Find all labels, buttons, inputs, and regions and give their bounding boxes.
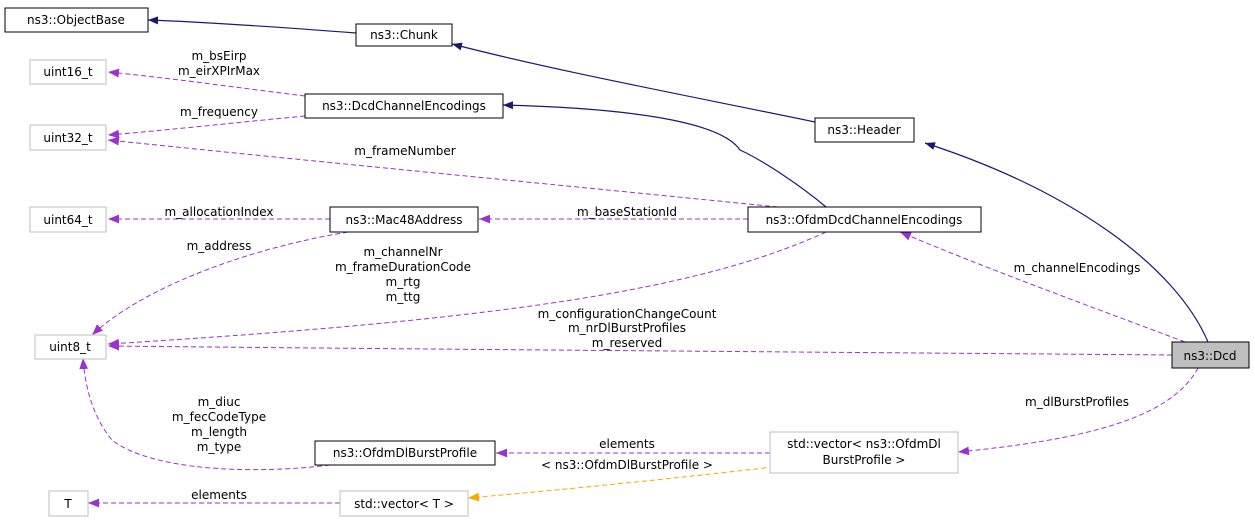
- node-label: ns3::ObjectBase: [27, 13, 125, 27]
- node-chunk[interactable]: ns3::Chunk: [355, 23, 453, 47]
- edge-burstprofile-to-uint8: [79, 357, 331, 471]
- node-vector-t[interactable]: std::vector< T >: [339, 490, 469, 517]
- label-nr-dl-burst-profiles: m_nrDlBurstProfiles: [568, 321, 686, 335]
- label-length: m_length: [191, 425, 247, 439]
- node-label: ns3::Header: [827, 123, 900, 137]
- label-allocation-index: m_allocationIndex: [164, 205, 273, 219]
- node-uint32[interactable]: uint32_t: [29, 124, 107, 151]
- edge-dcd-to-ofdmdcd: [899, 231, 1186, 343]
- label-reserved: m_reserved: [592, 336, 662, 350]
- label-address: m_address: [187, 239, 252, 253]
- edge-vectorburst-to-vectort: [467, 464, 791, 502]
- edge-mac48-to-uint8: [91, 231, 349, 336]
- edge-chunk-to-objectbase: [147, 16, 357, 34]
- node-uint16[interactable]: uint16_t: [29, 59, 107, 85]
- edge-dcdchannel-to-uint16: [107, 68, 306, 97]
- node-ofdm-dl-burst-profile[interactable]: ns3::OfdmDlBurstProfile: [314, 440, 496, 466]
- label-channel-nr: m_channelNr: [363, 245, 442, 259]
- edge-dcd-to-header: [924, 142, 1209, 343]
- label-ttg: m_ttg: [386, 290, 421, 304]
- node-label: T: [63, 497, 72, 511]
- label-elements-burst: elements: [599, 437, 655, 451]
- node-label: ns3::OfdmDcdChannelEncodings: [766, 213, 963, 227]
- label-frame-number: m_frameNumber: [354, 144, 456, 158]
- label-bs-eirp: m_bsEirp: [191, 49, 246, 63]
- edge-ofdmdcd-to-dcdchannelencodings: [502, 101, 827, 208]
- label-elements-t: elements: [191, 488, 247, 502]
- label-dl-burst-profiles: m_dlBurstProfiles: [1025, 395, 1129, 409]
- node-uint8[interactable]: uint8_t: [34, 334, 107, 360]
- node-uint64[interactable]: uint64_t: [29, 206, 107, 233]
- inheritance-edges: [147, 16, 1209, 343]
- node-label: uint16_t: [43, 65, 93, 79]
- label-rtg: m_rtg: [386, 275, 421, 289]
- label-frequency: m_frequency: [180, 105, 258, 119]
- node-mac48-address[interactable]: ns3::Mac48Address: [329, 206, 479, 233]
- node-dcd[interactable]: ns3::Dcd: [1171, 341, 1250, 369]
- label-channel-encodings: m_channelEncodings: [1014, 261, 1141, 275]
- label-type: m_type: [197, 440, 242, 454]
- edge-labels: m_bsEirp m_eirXPIrMax m_frequency m_fram…: [164, 49, 1140, 502]
- node-label: uint8_t: [49, 340, 91, 354]
- node-t[interactable]: T: [48, 490, 89, 517]
- label-eir-xp-ir-max: m_eirXPIrMax: [178, 64, 260, 78]
- edge-dcd-to-vectorburst: [957, 367, 1199, 456]
- node-object-base[interactable]: ns3::ObjectBase: [4, 7, 149, 33]
- label-base-station-id: m_baseStationId: [577, 205, 677, 219]
- label-template-arg: < ns3::OfdmDlBurstProfile >: [541, 458, 713, 472]
- node-label: ns3::OfdmDlBurstProfile: [333, 446, 477, 460]
- label-configuration-change-count: m_configurationChangeCount: [538, 307, 717, 321]
- node-label: uint32_t: [43, 131, 93, 145]
- node-label-line1: std::vector< ns3::OfdmDl: [787, 437, 941, 451]
- node-ofdm-dcd-channel-encodings[interactable]: ns3::OfdmDcdChannelEncodings: [747, 206, 982, 233]
- node-vector-ofdm-dl-burst-profile[interactable]: std::vector< ns3::OfdmDl BurstProfile >: [769, 431, 959, 474]
- node-label: uint64_t: [43, 213, 93, 227]
- node-label: std::vector< T >: [354, 497, 454, 511]
- label-frame-duration-code: m_frameDurationCode: [335, 260, 471, 274]
- member-edges: [79, 68, 1199, 508]
- node-dcd-channel-encodings[interactable]: ns3::DcdChannelEncodings: [304, 93, 504, 119]
- edge-dcd-to-uint8: [107, 341, 1173, 356]
- node-label: ns3::Dcd: [1183, 349, 1236, 363]
- label-diuc: m_diuc: [198, 395, 241, 409]
- node-label: ns3::Chunk: [370, 28, 438, 42]
- edge-ofdmdcd-to-uint32: [107, 136, 779, 208]
- edge-header-to-chunk: [451, 42, 816, 123]
- label-fec-code-type: m_fecCodeType: [172, 410, 266, 424]
- node-label: ns3::DcdChannelEncodings: [322, 99, 486, 113]
- node-header[interactable]: ns3::Header: [814, 117, 915, 143]
- node-label: ns3::Mac48Address: [346, 213, 463, 227]
- edge-dcdchannel-to-uint32: [107, 115, 306, 139]
- node-label-line2: BurstProfile >: [823, 453, 906, 467]
